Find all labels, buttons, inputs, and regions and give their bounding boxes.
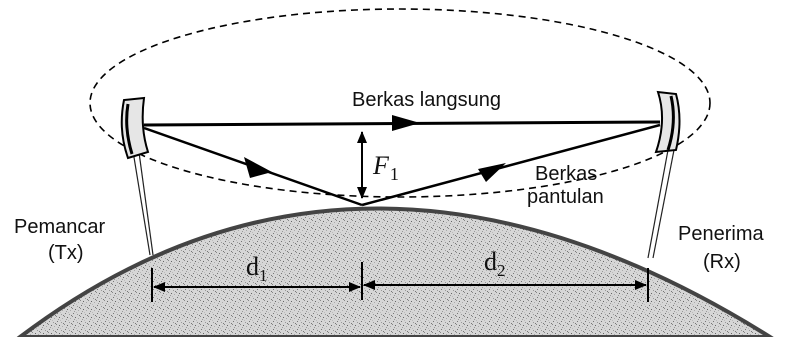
reflected-beam-arrowhead-left — [244, 157, 272, 178]
reflected-beam-reflected — [361, 123, 661, 207]
fresnel-zone-label: F1 — [372, 151, 399, 184]
distance-2-label: d2 — [484, 247, 506, 280]
reflected-beam-label-line2: pantulan — [527, 186, 604, 208]
direct-beam-arrowhead — [392, 115, 420, 131]
earth-surface — [16, 206, 774, 337]
transmitter-label-line2: (Tx) — [48, 242, 84, 264]
reflected-beam-label-line1: Berkas — [535, 163, 597, 185]
receiver-label-line2: (Rx) — [703, 251, 741, 273]
transmitter-antenna — [120, 96, 154, 256]
distance-1-label: d1 — [246, 252, 268, 285]
direct-beam-label: Berkas langsung — [352, 89, 501, 111]
fresnel-zone-ellipse — [89, 8, 711, 198]
transmitter-label-line1: Pemancar — [14, 216, 105, 238]
receiver-label-line1: Penerima — [678, 223, 764, 245]
receiver-antenna — [647, 90, 681, 259]
reflected-beam-arrowhead-right — [478, 163, 506, 182]
